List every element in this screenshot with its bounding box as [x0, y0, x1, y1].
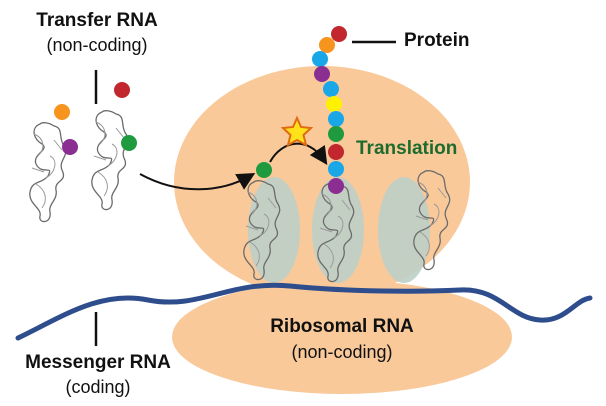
arrow-icon — [139, 173, 256, 191]
amino-acid-red — [328, 144, 344, 160]
amino-acid-green — [256, 162, 272, 178]
messenger-rna-strand — [15, 282, 593, 341]
amino-acid-blue — [328, 161, 344, 177]
ribosomal-rna-subtitle: (non-coding) — [291, 342, 393, 362]
amino-acid-purple — [314, 66, 330, 82]
amino-acid-red — [114, 82, 130, 98]
messenger-rna-title: Messenger RNA — [25, 352, 171, 373]
amino-acid-purple — [62, 139, 78, 155]
star-icon — [280, 115, 314, 147]
messenger-rna-subtitle: (coding) — [65, 377, 131, 397]
amino-acid-blue — [328, 111, 344, 127]
transfer-rna-subtitle: (non-coding) — [46, 35, 148, 55]
trna-site-a — [378, 177, 430, 283]
trna-icon — [29, 122, 67, 223]
ribosomal-rna-title: Ribosomal RNA — [270, 316, 414, 337]
amino-acid-yellow — [326, 96, 342, 112]
protein-chain — [312, 26, 347, 194]
amino-acid-blue — [323, 81, 339, 97]
amino-acid-red — [331, 26, 347, 42]
amino-acid-orange — [319, 37, 335, 53]
trna-site-e — [248, 177, 300, 283]
protein-label: Protein — [404, 30, 470, 51]
ribosome-small-subunit — [172, 280, 512, 394]
amino-acid-green — [121, 135, 137, 151]
amino-acid-orange — [54, 104, 70, 120]
transfer-rna-title: Transfer RNA — [36, 10, 158, 31]
arrow-icon — [269, 142, 328, 165]
translation-label: Translation — [356, 138, 458, 159]
trna-icon — [91, 110, 129, 211]
amino-acid-purple — [328, 178, 344, 194]
amino-acid-blue — [312, 51, 328, 67]
amino-acid-green — [328, 126, 344, 142]
